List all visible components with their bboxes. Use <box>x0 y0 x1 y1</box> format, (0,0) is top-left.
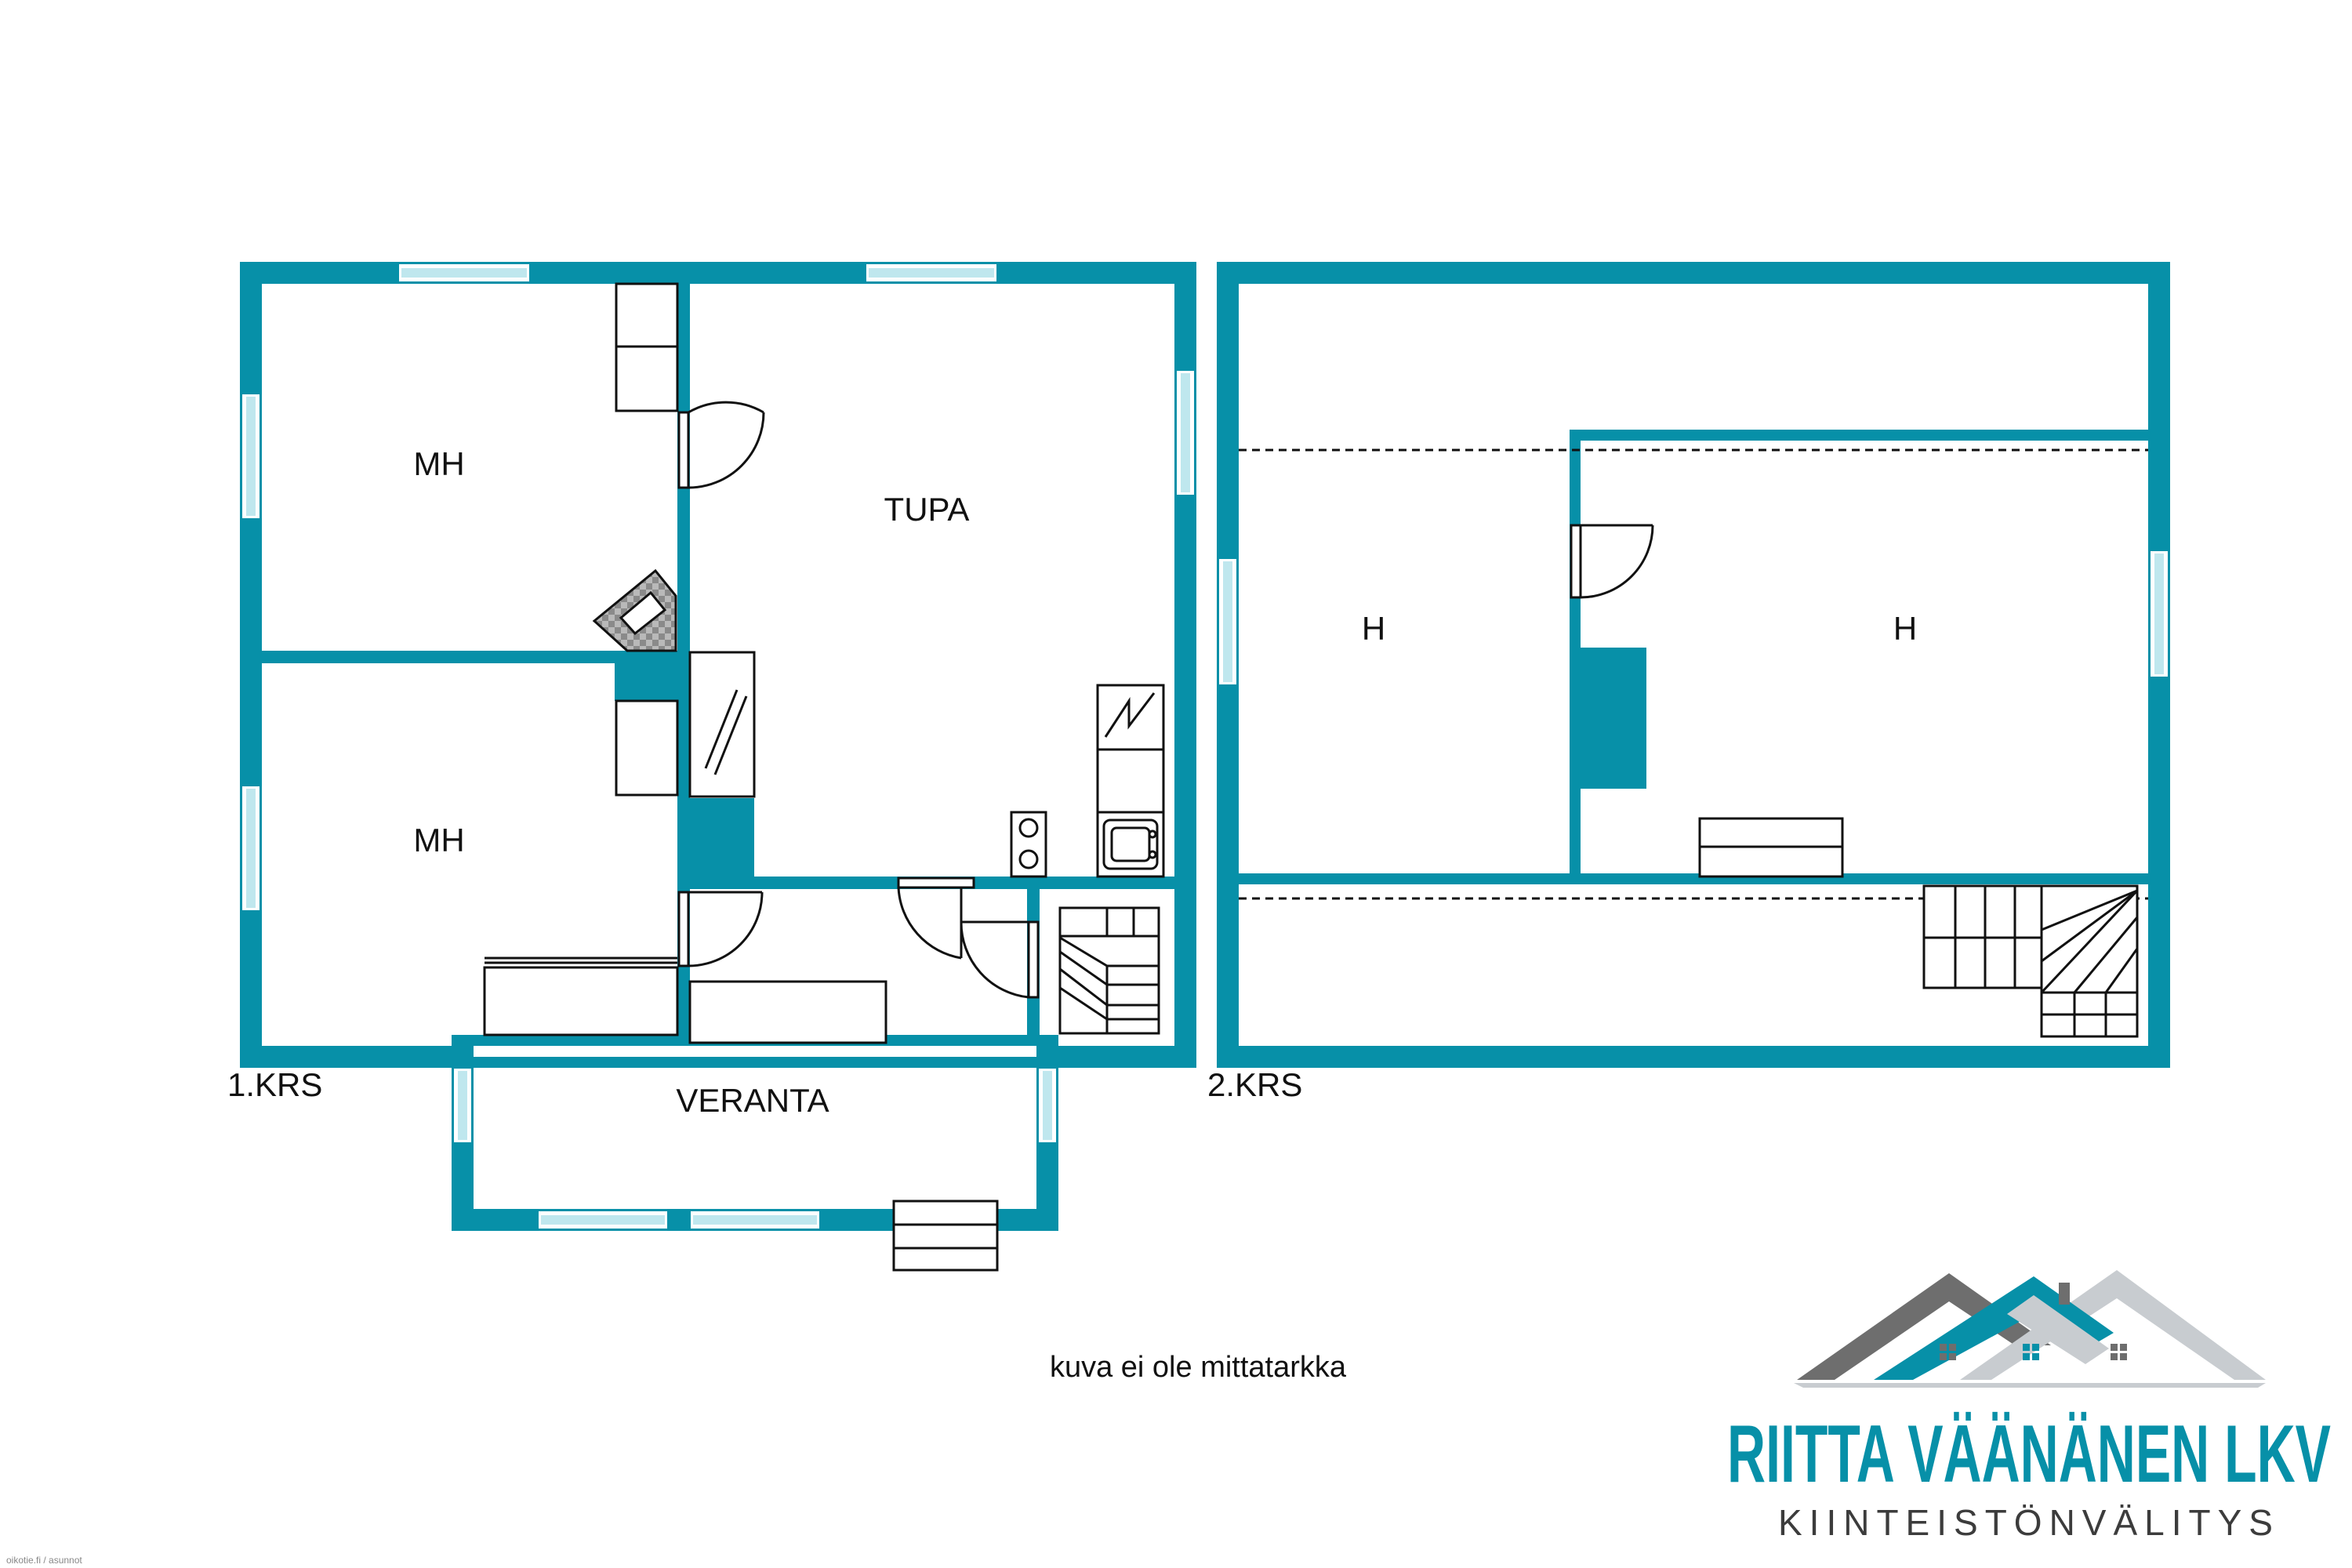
door <box>677 891 764 967</box>
window <box>1175 369 1196 496</box>
door <box>897 877 975 960</box>
room-label-tupa: TUPA <box>884 491 970 528</box>
veranta-wall <box>452 1035 1058 1231</box>
door <box>1570 524 1654 599</box>
house-roofs-icon <box>1794 1270 2266 1388</box>
shower-glass <box>688 651 756 798</box>
entry-steps <box>892 1200 999 1272</box>
bed <box>483 956 679 1036</box>
brand-name: RIITTA VÄÄNÄNEN LKV <box>1727 1409 2331 1500</box>
door <box>677 401 765 489</box>
watermark: oikotie.fi / asunnot <box>6 1555 82 1566</box>
chimney <box>1581 648 1646 789</box>
kitchen-counter <box>1096 684 1165 878</box>
door <box>960 920 1040 999</box>
window <box>537 1210 669 1230</box>
wardrobe <box>615 282 679 797</box>
second-floor: H H 2.KRS <box>1207 262 2170 1103</box>
window <box>452 1067 473 1144</box>
brand-logo: RIITTA VÄÄNÄNEN LKV KIINTEISTÖNVÄLITYS <box>1727 1270 2331 1543</box>
window <box>1037 1067 1058 1144</box>
staircase <box>1922 884 2139 1038</box>
window <box>689 1210 821 1230</box>
interior-wall <box>262 651 677 663</box>
window <box>241 785 261 912</box>
floor-label-second: 2.KRS <box>1207 1066 1302 1103</box>
window <box>2149 550 2169 678</box>
scale-disclaimer: kuva ei ole mittatarkka <box>1050 1351 1347 1384</box>
window <box>241 393 261 520</box>
staircase <box>1058 906 1160 1035</box>
floor-label-first: 1.KRS <box>227 1066 322 1103</box>
room-label-h-left: H <box>1362 610 1385 647</box>
interior-wall <box>1570 430 1581 878</box>
chimney <box>615 651 677 701</box>
room-label-mh-top: MH <box>413 445 464 482</box>
brand-tagline: KIINTEISTÖNVÄLITYS <box>1778 1502 2280 1543</box>
interior-wall <box>1570 430 2148 441</box>
window <box>397 263 531 283</box>
stove <box>1010 811 1047 878</box>
fireplace <box>592 568 677 652</box>
bench <box>1698 817 1844 878</box>
first-floor: MH MH TUPA VERANTA 1.KRS <box>227 262 1196 1272</box>
room-label-h-right: H <box>1893 610 1917 647</box>
bench <box>688 980 887 1044</box>
window <box>865 263 998 283</box>
interior-wall <box>1239 873 2148 884</box>
room-label-veranta: VERANTA <box>676 1082 829 1119</box>
room-label-mh-bottom: MH <box>413 822 464 858</box>
chimney <box>677 798 754 887</box>
window <box>1218 557 1238 686</box>
